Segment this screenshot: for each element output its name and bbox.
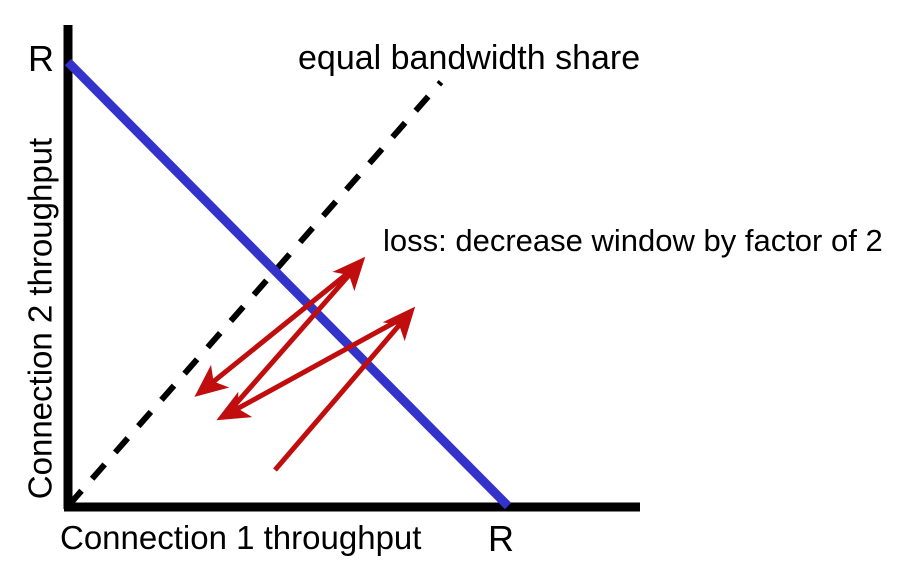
x-axis-max-tick-label: R bbox=[488, 518, 514, 559]
y-axis-label: Connection 2 throughput bbox=[21, 137, 59, 500]
multiplicative-decrease-arrow-1 bbox=[216, 312, 410, 421]
additive-increase-arrow-2 bbox=[224, 256, 366, 417]
x-axis-label: Connection 1 throughput bbox=[60, 519, 422, 556]
full-bandwidth-utilization-line bbox=[64, 58, 512, 510]
equal-bandwidth-share-label: equal bandwidth share bbox=[298, 39, 641, 77]
y-axis-max-tick-label: R bbox=[28, 38, 54, 79]
equal-bandwidth-share-line bbox=[66, 80, 444, 507]
loss-decrease-window-label: loss: decrease window by factor of 2 bbox=[383, 223, 883, 258]
multiplicative-decrease-arrow-2 bbox=[194, 263, 360, 397]
additive-increase-arrow-1 bbox=[273, 306, 416, 472]
